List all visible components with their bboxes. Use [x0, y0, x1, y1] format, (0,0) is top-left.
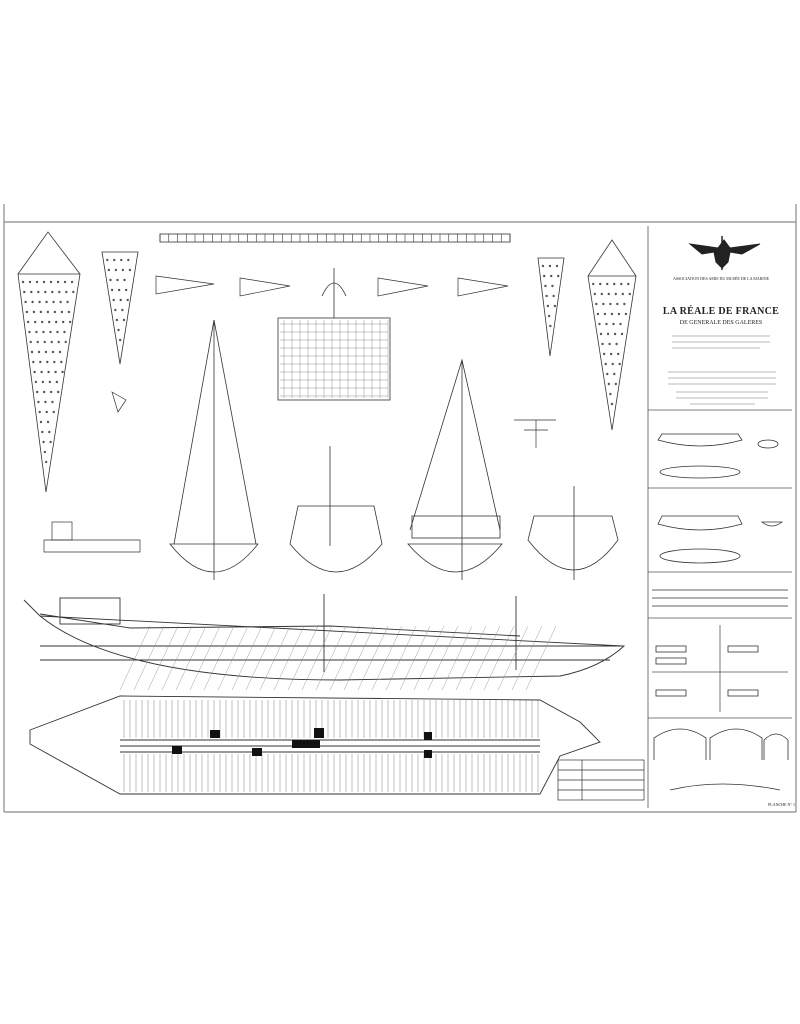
anchor-emblem-icon	[688, 236, 761, 270]
title-block-notes	[668, 335, 776, 405]
rigging-drawings	[169, 319, 619, 580]
title-block	[647, 226, 792, 808]
central-standard	[277, 268, 391, 401]
pennants	[17, 231, 637, 493]
deck-hatches	[172, 728, 432, 758]
scale-ticks	[159, 234, 511, 242]
ships-boats-drawings	[652, 433, 789, 791]
standard-grid	[280, 320, 389, 398]
pennant-patterns	[21, 258, 632, 464]
hull-profile	[23, 594, 626, 681]
deck-benches	[123, 700, 539, 792]
oar-lines	[119, 625, 557, 691]
cartouche	[557, 759, 645, 801]
detail-drawings	[43, 391, 556, 553]
plan-subtitle: DE GENERALE DES GALERES	[679, 320, 763, 326]
plan-title: LA RÉALE DE FRANCE	[662, 306, 780, 317]
small-flags	[155, 275, 509, 297]
organization-caption: ASSOCIATION DES AMIS DU MUSÉE DE LA MARI…	[672, 276, 770, 281]
plate-number: PLANCHE N° 1	[768, 802, 795, 807]
sheet-frame	[3, 204, 797, 813]
deck-plan	[29, 695, 601, 795]
